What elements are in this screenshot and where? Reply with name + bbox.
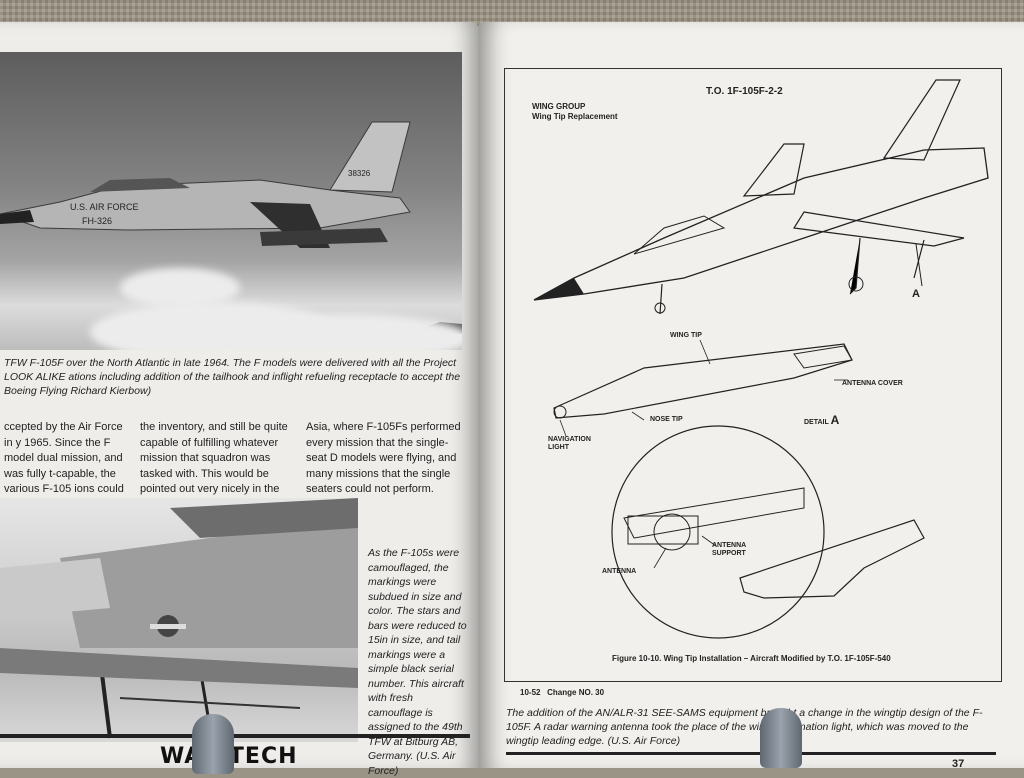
label-wing-tip: WING TIP: [670, 332, 702, 339]
f105f-aircraft-illustration: U.S. AIR FORCE FH-326 38326: [0, 121, 462, 334]
camouflaged-aircraft-illustration: [0, 498, 358, 739]
label-nose-tip: NOSE TIP: [650, 416, 683, 423]
change-line: 10-52 Change NO. 30: [520, 688, 604, 697]
wing-tip-schematic: [533, 79, 989, 639]
buzz-number: FH-326: [82, 216, 112, 226]
book-clip-left: [192, 714, 234, 774]
figure-caption: Figure 10-10. Wing Tip Installation – Ai…: [612, 654, 891, 663]
body-text-column-2: the inventory, and still be quite capabl…: [140, 421, 288, 511]
book-clip-right: [760, 708, 802, 768]
body-text-column-3: Asia, where F-105Fs performed every miss…: [306, 421, 461, 495]
label-detail: DETAIL A: [804, 413, 840, 427]
photo-f105f-in-flight: U.S. AIR FORCE FH-326 38326: [0, 52, 462, 350]
right-footer-rule: [506, 752, 996, 755]
label-detail-letter: A: [830, 413, 840, 427]
photo1-caption: TFW F-105F over the North Atlantic in la…: [4, 357, 461, 397]
wing-group-subtitle: Wing Tip Replacement: [532, 112, 618, 121]
tail-number: 38326: [348, 169, 371, 178]
label-navigation-light: NAVIGATION LIGHT: [548, 436, 591, 451]
tech-order-number: T.O. 1F-105F-2-2: [706, 86, 783, 97]
page-ref: 10-52: [520, 688, 541, 697]
callout-a: A: [912, 288, 920, 300]
photo2-caption: As the F-105s were camouflaged, the mark…: [368, 547, 467, 777]
wing-group-heading: WING GROUP Wing Tip Replacement: [532, 102, 618, 122]
label-antenna: ANTENNA: [602, 568, 637, 575]
right-page: [478, 22, 1024, 768]
drawing-caption: The addition of the AN/ALR-31 SEE-SAMS e…: [506, 707, 983, 747]
open-book: U.S. AIR FORCE FH-326 38326 TFW F-105F o…: [0, 12, 1024, 777]
change-number: Change NO. 30: [547, 688, 605, 697]
fuselage-text: U.S. AIR FORCE: [70, 202, 139, 212]
label-antenna-cover: ANTENNA COVER: [842, 380, 903, 387]
left-footer-rule: [0, 734, 470, 738]
wing-group-title: WING GROUP: [532, 102, 586, 111]
page-number: 37: [952, 758, 965, 770]
photo-camouflaged-f105-on-ground: [0, 498, 358, 742]
label-antenna-support: ANTENNA SUPPORT: [712, 542, 747, 557]
label-detail-text: DETAIL: [804, 419, 829, 426]
technical-drawing-frame: [504, 68, 1002, 682]
